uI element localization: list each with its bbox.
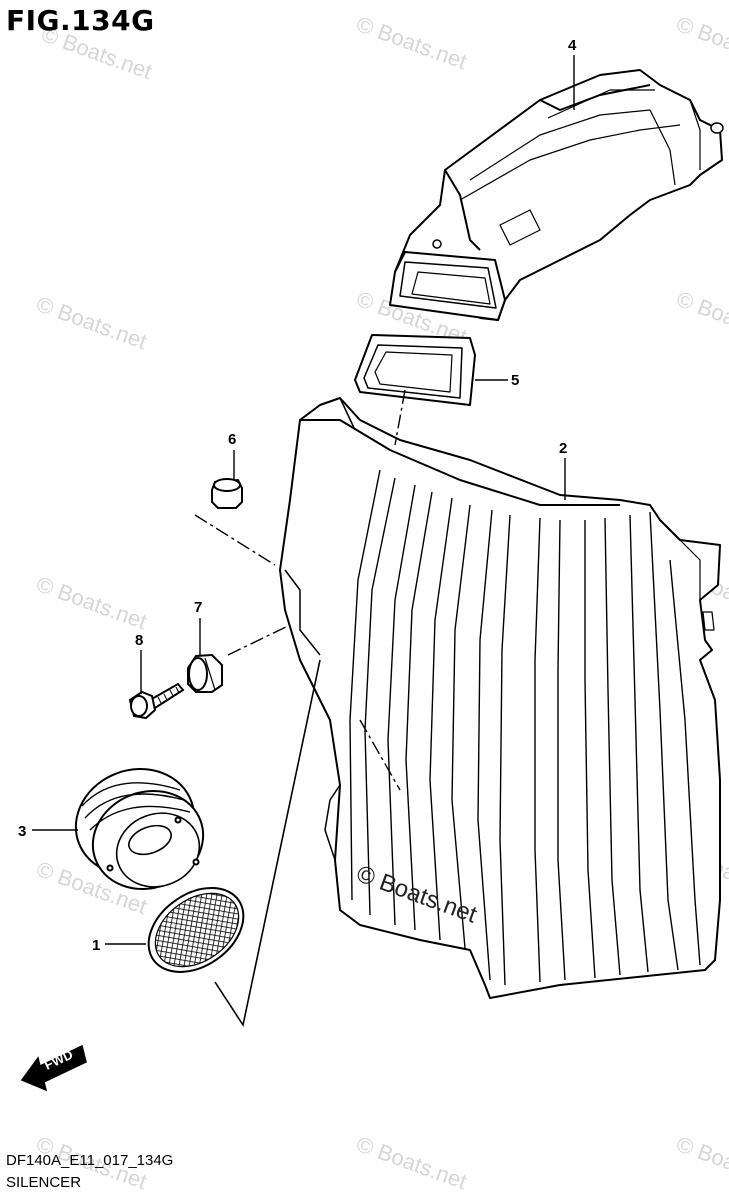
watermark: © Boats.net [353, 11, 470, 74]
part-8-bolt [128, 682, 185, 720]
part-1-screen [147, 887, 245, 973]
callouts: 4 5 2 6 7 8 3 1 [18, 37, 577, 954]
watermark: © Boats.net [673, 286, 729, 349]
watermark: © Boats.net [353, 1131, 470, 1194]
part-6-grommet [211, 478, 243, 509]
callout-3: 3 [18, 823, 26, 840]
figure-code: DF140A_E11_017_134G [6, 1152, 174, 1169]
callout-2: 2 [559, 440, 567, 457]
watermark: © Boats.net [673, 11, 729, 74]
callout-4: 4 [568, 37, 577, 54]
part-3-cap [74, 768, 205, 891]
watermark: © Boats.net [33, 291, 150, 354]
callout-7: 7 [194, 599, 202, 616]
watermark: © Boats.net [33, 571, 150, 634]
part-4-air-duct [389, 69, 724, 321]
callout-8: 8 [135, 632, 143, 649]
fwd-direction-arrow: FWD [20, 1044, 87, 1092]
callout-5: 5 [511, 372, 519, 389]
assembly-lines [194, 389, 406, 791]
callout-1: 1 [92, 937, 100, 954]
leader-lines [32, 55, 575, 945]
watermark: © Boats.net [673, 1131, 729, 1194]
part-5-gasket [354, 334, 476, 406]
part-7-grommet [187, 653, 223, 693]
figure-name: SILENCER [6, 1174, 82, 1191]
part-2-silencer [279, 397, 721, 999]
figure-title: FIG.134G [6, 4, 155, 37]
callout-6: 6 [228, 431, 236, 448]
assembly-lines-solid [214, 659, 321, 1028]
